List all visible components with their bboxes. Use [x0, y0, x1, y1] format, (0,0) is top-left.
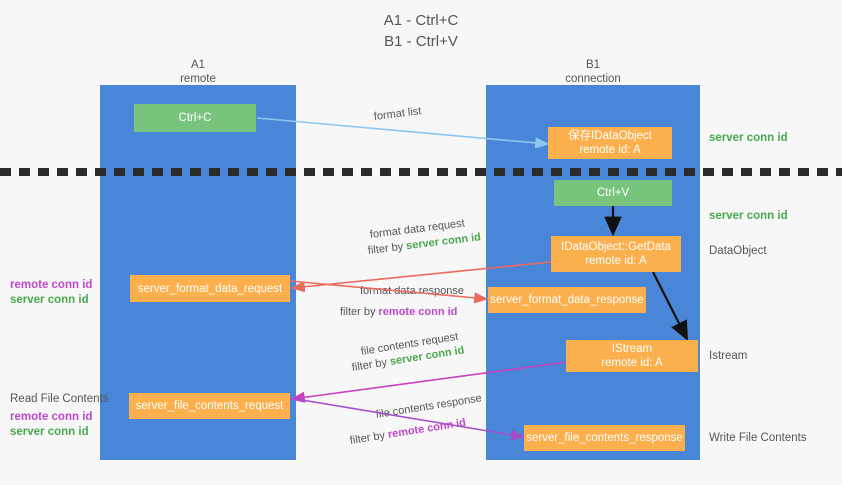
edge-label-file-contents-response-filter: filter by remote conn id	[349, 416, 467, 449]
box-server-file-contents-response-label: server_file_contents_response	[526, 432, 683, 444]
right-label-dataobject: DataObject	[709, 245, 767, 257]
box-save-idataobject[interactable]: 保存IDataObject remote id: A	[548, 127, 672, 159]
box-ctrl-v-label: Ctrl+V	[596, 187, 630, 199]
box-idataobject-getdata[interactable]: IDataObject::GetData remote id: A	[551, 236, 681, 272]
right-label-write-file-contents: Write File Contents	[709, 432, 807, 444]
box-ctrl-c-label: Ctrl+C	[178, 112, 212, 124]
remote-conn-id-text-2: remote conn id	[387, 416, 467, 441]
column-header-a1-sub: remote	[180, 73, 216, 85]
column-header-a1: A1 remote	[98, 58, 298, 86]
page-title: A1 - Ctrl+C B1 - Ctrl+V	[0, 10, 842, 52]
box-istream-line2: remote id: A	[601, 357, 663, 369]
title-line-1: A1 - Ctrl+C	[383, 12, 459, 29]
right-label-server-conn-id-mid: server conn id	[709, 210, 788, 222]
box-istream[interactable]: IStream remote id: A	[566, 340, 698, 372]
left-label-read-file-contents: Read File Contents	[10, 393, 109, 405]
column-header-b1-sub: connection	[565, 73, 621, 85]
box-getdata-line2: remote id: A	[585, 255, 647, 267]
box-server-file-contents-request[interactable]: server_file_contents_request	[129, 393, 290, 419]
remote-conn-id-text-1: remote conn id	[378, 306, 458, 318]
edge-label-format-data-response-filter: filter by remote conn id	[340, 305, 457, 320]
box-ctrl-c[interactable]: Ctrl+C	[134, 104, 256, 132]
left-label-server-conn-id-1: server conn id	[10, 294, 89, 306]
box-istream-line1: IStream	[611, 343, 653, 355]
filter-by-text-4: filter by	[348, 429, 386, 447]
box-server-file-contents-response[interactable]: server_file_contents_response	[524, 425, 685, 451]
left-label-remote-conn-id-2: remote conn id	[10, 411, 93, 423]
filter-by-text-1: filter by	[367, 240, 404, 257]
box-save-idataobject-line1: 保存IDataObject	[568, 130, 652, 142]
box-server-format-data-request[interactable]: server_format_data_request	[130, 275, 290, 302]
box-server-format-data-response-label: server_format_data_response	[490, 294, 644, 306]
title-line-2: B1 - Ctrl+V	[384, 33, 458, 50]
filter-by-text-3: filter by	[350, 356, 388, 374]
box-save-idataobject-line2: remote id: A	[579, 144, 641, 156]
filter-by-text-2: filter by	[340, 306, 376, 318]
edge-label-file-contents-response: file contents response	[374, 392, 483, 421]
right-label-server-conn-id-top: server conn id	[709, 132, 788, 144]
right-label-istream: Istream	[709, 350, 748, 362]
left-label-server-conn-id-2: server conn id	[10, 426, 89, 438]
column-header-b1: B1 connection	[493, 58, 693, 86]
left-annotation-format-data: remote conn id server conn id	[10, 278, 92, 308]
box-server-file-contents-request-label: server_file_contents_request	[135, 400, 284, 412]
column-header-a1-name: A1	[190, 59, 206, 71]
phase-divider	[0, 168, 842, 176]
column-header-b1-name: B1	[585, 59, 601, 71]
box-getdata-line1: IDataObject::GetData	[561, 241, 671, 253]
box-ctrl-v[interactable]: Ctrl+V	[554, 180, 672, 206]
edge-label-format-data-response: format data response	[360, 285, 464, 297]
left-annotation-file-contents: remote conn id server conn id	[10, 410, 92, 440]
edge-label-format-list: format list	[373, 105, 423, 123]
left-label-remote-conn-id-1: remote conn id	[10, 279, 93, 291]
box-server-format-data-response[interactable]: server_format_data_response	[488, 287, 646, 313]
box-server-format-data-request-label: server_format_data_request	[137, 282, 283, 295]
